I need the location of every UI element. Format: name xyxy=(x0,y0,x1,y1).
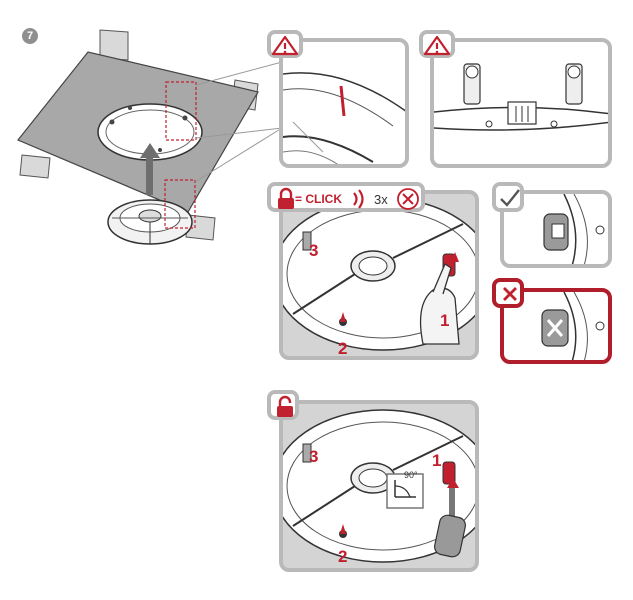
check-icon xyxy=(500,189,520,207)
lock-header-tab: = CLICK 3x xyxy=(267,182,425,212)
padlock-open-icon xyxy=(277,395,293,417)
unlock-callout-1: 1 xyxy=(432,451,442,470)
repeat-count: 3x xyxy=(374,192,388,207)
lock-instruction-panel xyxy=(279,190,479,360)
correct-example-panel xyxy=(500,190,612,268)
rotate-90-icon xyxy=(394,480,416,498)
lock-callout-1: 1 xyxy=(440,311,450,330)
cross-icon xyxy=(503,287,517,301)
unlock-callout-2: 2 xyxy=(338,547,348,566)
step-number-badge: 7 xyxy=(22,28,38,44)
warning-tab-1 xyxy=(267,30,303,58)
padlock-closed-icon xyxy=(278,187,294,209)
sound-click-icon xyxy=(353,189,364,209)
detail-highlight-box xyxy=(165,81,197,141)
unlock-instruction-panel xyxy=(279,400,479,572)
lock-callout-2: 2 xyxy=(338,339,348,358)
correct-tab xyxy=(492,182,524,212)
warning-tab-2 xyxy=(419,30,455,58)
rotation-angle-label: 90° xyxy=(404,470,418,480)
camera-base xyxy=(107,199,193,245)
unlock-callout-3: 3 xyxy=(309,447,319,466)
warning-icon xyxy=(271,35,299,56)
rotate-lock-icon xyxy=(397,188,419,210)
warning-detail-panel-2 xyxy=(430,38,612,168)
lock-callout-3: 3 xyxy=(309,241,319,260)
ceiling-beams xyxy=(19,29,259,241)
warning-detail-panel-1 xyxy=(279,38,409,168)
ceiling-plate xyxy=(17,51,259,213)
mounting-ring xyxy=(97,103,203,161)
warning-icon xyxy=(423,35,451,56)
click-label: = CLICK xyxy=(295,192,343,206)
incorrect-tab xyxy=(492,278,524,308)
unlock-header-tab xyxy=(267,390,299,420)
